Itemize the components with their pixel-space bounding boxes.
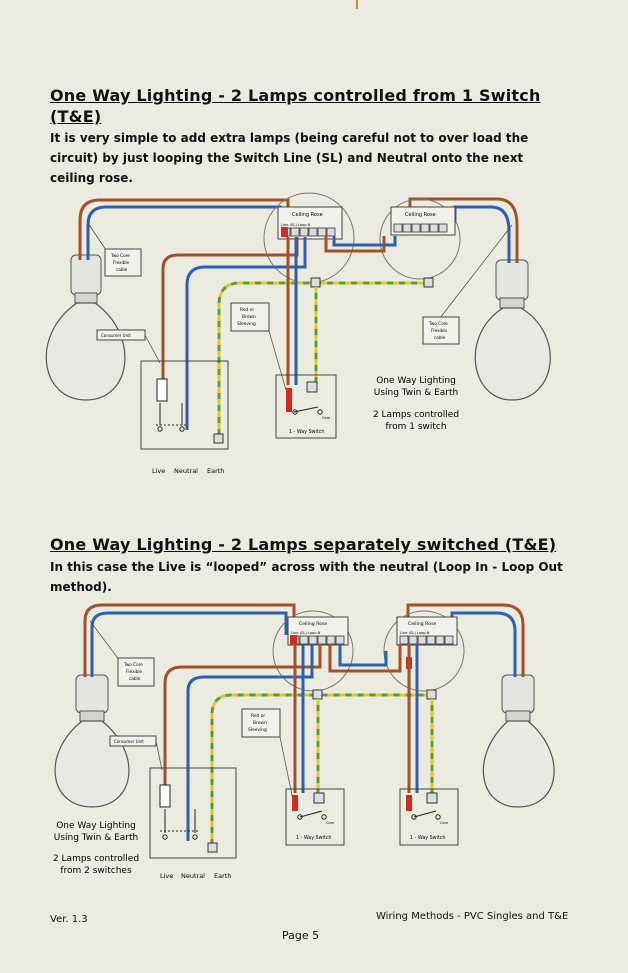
two-core-right-line: cable <box>434 335 446 340</box>
ceiling-rose-left-label: Ceiling Rose <box>292 212 323 218</box>
section1-title-line2: (T&E) <box>50 107 102 126</box>
rose-terminal-label: Line (SL) Loop N <box>291 631 321 635</box>
sleeving-line: Red or <box>240 307 254 313</box>
note-line: Using Twin & Earth <box>374 388 459 398</box>
rose-terminal-label: Line (SL) Loop N <box>281 223 311 227</box>
diagram-two-switches: Ceiling Rose Line (SL) Loop N Ceiling Ro… <box>53 603 555 880</box>
para-line: method). <box>50 580 112 594</box>
two-core-left-line: Two Core <box>110 253 130 258</box>
ceiling-rose-right-label: Ceiling Rose <box>405 212 436 218</box>
ceiling-rose-right-label: Ceiling Rose <box>408 621 436 627</box>
cu-neutral-label: Neutral <box>181 872 205 880</box>
section1-paragraph: It is very simple to add extra lamps (be… <box>50 128 570 188</box>
cu-neutral-label: Neutral <box>174 467 198 475</box>
diagram-note: One Way Lighting Using Twin & Earth 2 La… <box>373 376 459 432</box>
para-line: circuit) by just looping the Switch Line… <box>50 151 524 165</box>
switch-right-label: 1 - Way Switch <box>410 835 445 841</box>
sleeving-line: Sleeving <box>248 727 267 733</box>
section2-title: One Way Lighting - 2 Lamps separately sw… <box>50 535 557 554</box>
com-label: Com <box>440 821 449 825</box>
com-label: Com <box>326 821 335 825</box>
para-line: It is very simple to add extra lamps (be… <box>50 131 529 145</box>
sleeving-line: Red or <box>251 713 265 719</box>
cu-earth-label: Earth <box>207 467 224 475</box>
lamp-left-icon <box>45 254 126 401</box>
note-line: One Way Lighting <box>56 821 136 831</box>
diagram-one-switch: Ceiling Rose Line (SL) Loop N Ceiling Ro… <box>45 192 551 475</box>
two-core-line: Flexible <box>126 669 143 674</box>
sleeving-line: Brown <box>253 720 267 726</box>
cu-earth-label: Earth <box>214 872 231 880</box>
section1-title-line1: One Way Lighting - 2 Lamps controlled fr… <box>50 86 541 105</box>
two-core-left-line: Flexible <box>113 260 130 265</box>
two-core-right-line: Two Core <box>428 321 448 326</box>
note-line: 2 Lamps controlled <box>53 854 139 864</box>
two-core-right-line: Flexible <box>431 328 448 333</box>
para-line: In this case the Live is “looped” across… <box>50 560 563 574</box>
consumer-unit-label: Consumer Unit <box>101 333 131 338</box>
switch-label: 1 - Way Switch <box>289 429 324 435</box>
cu-live-label: Live <box>160 872 173 880</box>
section2-paragraph: In this case the Live is “looped” across… <box>50 557 570 597</box>
footer-title: Wiring Methods - PVC Singles and T&E <box>376 911 569 922</box>
consumer-unit-label: Consumer Unit <box>114 739 144 744</box>
switch-left-label: 1 - Way Switch <box>296 835 331 841</box>
two-core-left-line: cable <box>116 267 128 272</box>
note-line: from 1 switch <box>385 422 446 432</box>
note-line: from 2 switches <box>60 866 132 876</box>
sleeving-line: Brown <box>242 314 256 320</box>
footer-version: Ver. 1.3 <box>50 914 88 925</box>
ceiling-rose-left-label: Ceiling Rose <box>299 621 327 627</box>
rose-terminal-label: Line (SL) Loop N <box>400 631 430 635</box>
note-line: 2 Lamps controlled <box>373 410 459 420</box>
two-core-line: cable <box>129 676 141 681</box>
top-mark <box>356 0 358 9</box>
cu-live-label: Live <box>152 467 165 475</box>
two-core-line: Two Core <box>123 662 143 667</box>
com-label: Com <box>322 416 331 420</box>
lamp-right-icon <box>474 259 551 401</box>
diagram-note: One Way Lighting Using Twin & Earth 2 La… <box>53 821 139 876</box>
note-line: Using Twin & Earth <box>54 833 139 843</box>
page-number: Page 5 <box>282 929 320 942</box>
note-line: One Way Lighting <box>376 376 456 386</box>
lamp-right-icon <box>482 674 555 808</box>
sleeving-line: Sleeving <box>237 321 256 327</box>
para-line: ceiling rose. <box>50 171 133 185</box>
section1-title: One Way Lighting - 2 Lamps controlled fr… <box>50 86 541 126</box>
